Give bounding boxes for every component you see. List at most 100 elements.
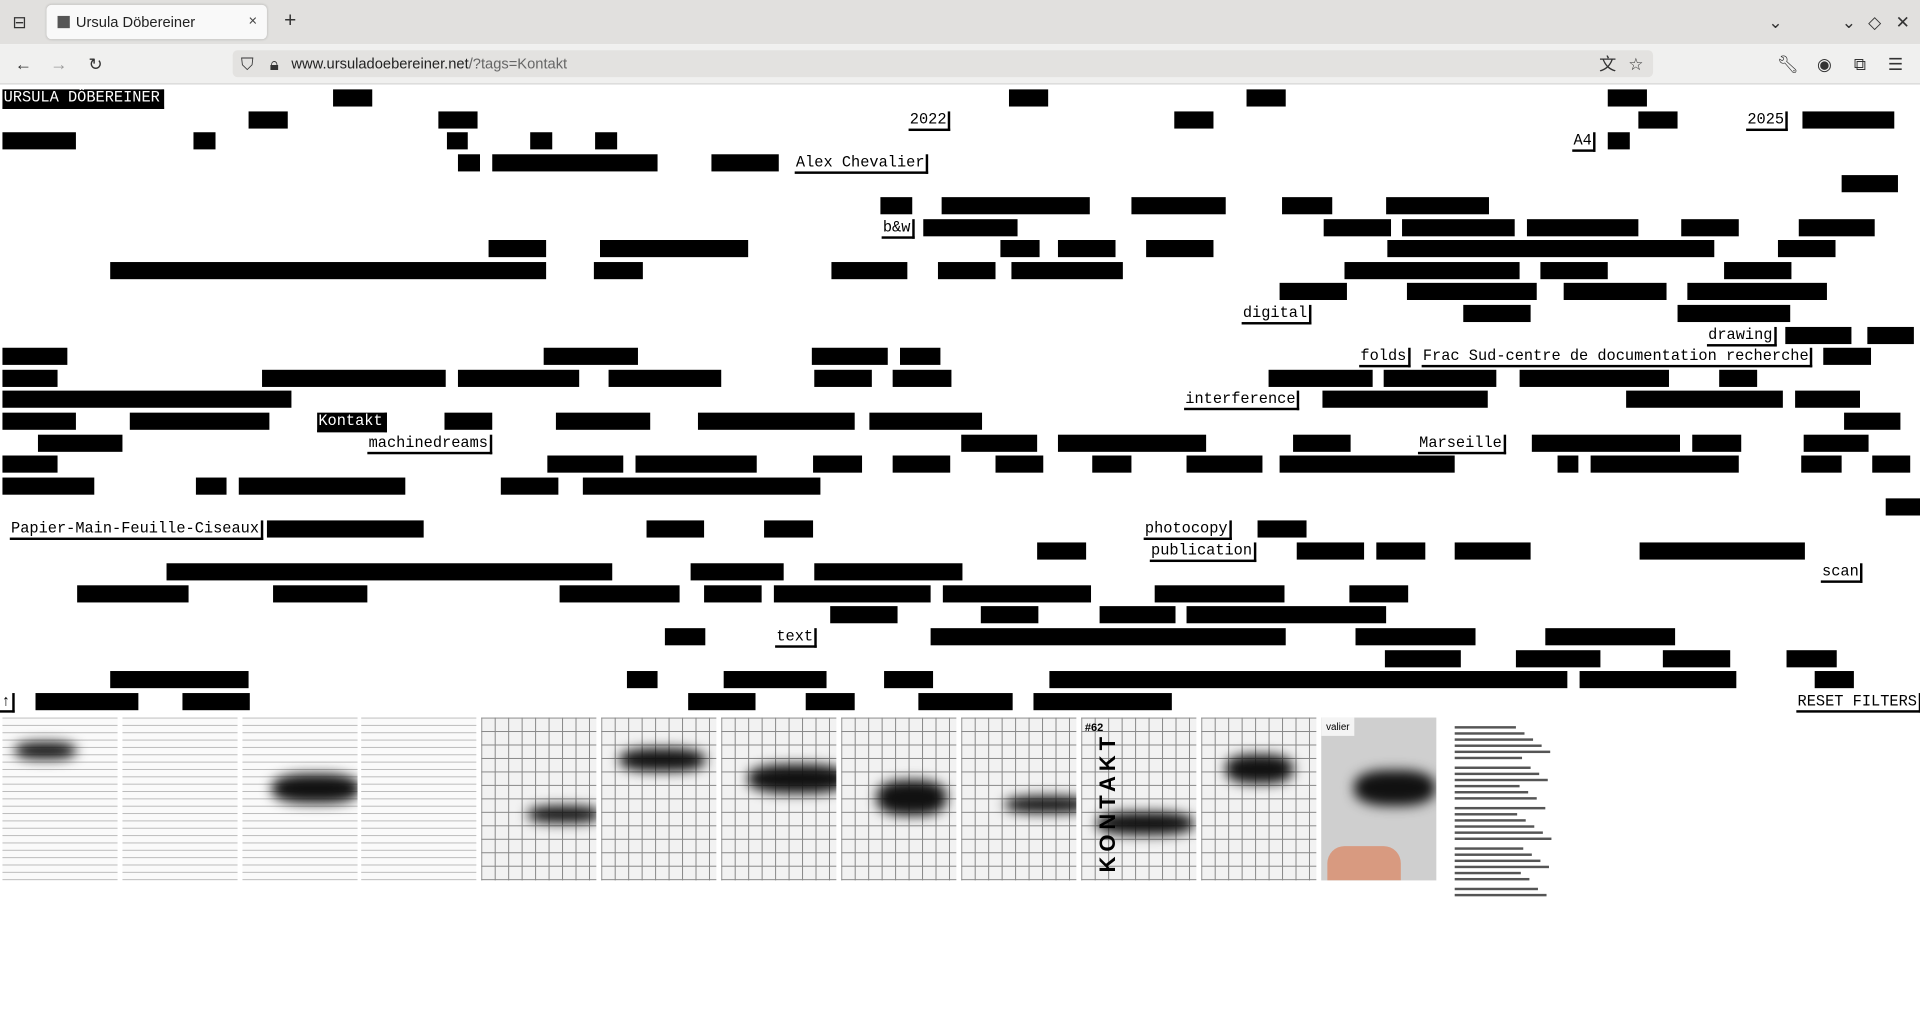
redacted-tag[interactable]	[2, 347, 68, 366]
redacted-tag[interactable]	[690, 563, 784, 581]
tag-papier[interactable]: Papier-Main-Feuille-Ciseaux	[9, 520, 263, 541]
redacted-tag[interactable]	[635, 455, 757, 473]
redacted-tag[interactable]	[869, 412, 983, 430]
redacted-tag[interactable]	[1590, 455, 1739, 473]
redacted-tag[interactable]	[942, 585, 1092, 603]
redacted-tag[interactable]	[995, 455, 1044, 473]
redacted-tag[interactable]	[1282, 197, 1333, 215]
redacted-tag[interactable]	[1626, 391, 1783, 409]
redacted-tag[interactable]	[1402, 218, 1515, 236]
tag-text[interactable]: text	[775, 628, 817, 648]
redacted-tag[interactable]	[530, 132, 553, 150]
redacted-tag[interactable]	[1463, 304, 1531, 323]
tag-interference[interactable]: interference	[1184, 391, 1300, 411]
redacted-tag[interactable]	[831, 261, 908, 279]
redacted-tag[interactable]	[1867, 326, 1914, 344]
redacted-tag[interactable]	[1296, 541, 1365, 560]
project-thumbnail[interactable]	[481, 717, 597, 881]
redacted-tag[interactable]	[1384, 649, 1461, 667]
tag-y2025[interactable]: 2025	[1746, 110, 1788, 131]
redacted-tag[interactable]	[1293, 434, 1351, 452]
redacted-tag[interactable]	[492, 154, 658, 172]
redacted-tag[interactable]	[457, 369, 580, 387]
project-thumbnail[interactable]	[721, 717, 837, 881]
forward-icon[interactable]: →	[50, 53, 68, 74]
redacted-tag[interactable]	[646, 520, 705, 538]
redacted-tag[interactable]	[1841, 175, 1898, 193]
redacted-tag[interactable]	[918, 692, 1013, 710]
redacted-tag[interactable]	[1579, 671, 1737, 689]
lock-icon[interactable]: 🔒︎	[269, 53, 279, 74]
tab-list-icon[interactable]: ⊟	[12, 12, 27, 32]
redacted-tag[interactable]	[1268, 369, 1373, 387]
redacted-tag[interactable]	[880, 197, 913, 215]
redacted-tag[interactable]	[1540, 261, 1608, 279]
redacted-tag[interactable]	[1687, 283, 1827, 301]
list-all-tabs-icon[interactable]: ⌄	[1768, 12, 1783, 32]
redacted-tag[interactable]	[1607, 132, 1630, 150]
redacted-tag[interactable]	[1349, 585, 1409, 603]
redacted-tag[interactable]	[1049, 671, 1568, 689]
redacted-tag[interactable]	[1557, 455, 1579, 473]
extensions-icon[interactable]: ⧉	[1853, 53, 1867, 74]
tag-drawing[interactable]: drawing	[1706, 326, 1777, 347]
project-thumbnail[interactable]	[841, 717, 957, 881]
shield-icon[interactable]: ⛉	[240, 53, 254, 74]
redacted-tag[interactable]	[773, 585, 931, 603]
wrench-icon[interactable]: 🔧︎	[1776, 53, 1799, 74]
redacted-tag[interactable]	[2, 132, 76, 150]
redacted-tag[interactable]	[900, 347, 941, 366]
redacted-tag[interactable]	[1795, 391, 1861, 409]
tag-scan[interactable]: scan	[1820, 563, 1863, 584]
tag-digital[interactable]: digital	[1241, 304, 1311, 325]
redacted-tag[interactable]	[273, 585, 368, 603]
redacted-tag[interactable]	[1406, 283, 1537, 301]
redacted-tag[interactable]	[711, 154, 779, 172]
redacted-tag[interactable]	[1872, 455, 1911, 473]
redacted-tag[interactable]	[1677, 304, 1791, 323]
redacted-tag[interactable]	[811, 347, 888, 366]
redacted-tag[interactable]	[697, 412, 855, 430]
redacted-tag[interactable]	[813, 455, 863, 473]
redacted-tag[interactable]	[1033, 692, 1172, 710]
redacted-tag[interactable]	[1545, 628, 1676, 646]
redacted-tag[interactable]	[1885, 498, 1920, 516]
account-icon[interactable]: ◉	[1817, 53, 1832, 74]
redacted-tag[interactable]	[1092, 455, 1132, 473]
redacted-tag[interactable]	[1607, 89, 1647, 107]
redacted-tag[interactable]	[446, 132, 468, 150]
redacted-tag[interactable]	[500, 477, 559, 495]
menu-icon[interactable]: ☰	[1887, 53, 1904, 74]
redacted-tag[interactable]	[1777, 240, 1836, 258]
redacted-tag[interactable]	[1531, 434, 1681, 452]
redacted-tag[interactable]	[884, 671, 934, 689]
redacted-tag[interactable]	[444, 412, 493, 430]
redacted-tag[interactable]	[1099, 606, 1176, 624]
redacted-tag[interactable]	[1186, 606, 1387, 624]
redacted-tag[interactable]	[1355, 628, 1476, 646]
tag-a4[interactable]: A4	[1572, 132, 1596, 153]
redacted-tag[interactable]	[814, 369, 872, 387]
redacted-tag[interactable]	[1257, 520, 1307, 538]
tag-photocopy[interactable]: photocopy	[1143, 520, 1232, 541]
close-window-icon[interactable]: ✕	[1895, 12, 1911, 32]
redacted-tag[interactable]	[1786, 649, 1837, 667]
redacted-tag[interactable]	[941, 197, 1090, 215]
redacted-tag[interactable]	[1454, 541, 1531, 560]
project-thumbnail[interactable]	[242, 717, 358, 881]
tag-machinedreams[interactable]: machinedreams	[367, 434, 492, 454]
redacted-tag[interactable]	[333, 89, 373, 107]
url-text[interactable]: www.ursuladoebereiner.net/?tags=Kontakt	[291, 55, 567, 72]
tag-y2022[interactable]: 2022	[908, 110, 951, 131]
redacted-tag[interactable]	[595, 132, 618, 150]
project-thumbnail[interactable]	[601, 717, 717, 881]
redacted-tag[interactable]	[1785, 326, 1852, 344]
redacted-tag[interactable]	[488, 240, 547, 258]
redacted-tag[interactable]	[2, 455, 58, 473]
redacted-tag[interactable]	[892, 455, 951, 473]
redacted-tag[interactable]	[129, 412, 270, 430]
redacted-tag[interactable]	[626, 671, 658, 689]
redacted-tag[interactable]	[262, 369, 446, 387]
redacted-tag[interactable]	[814, 563, 963, 581]
redacted-tag[interactable]	[1803, 434, 1869, 452]
